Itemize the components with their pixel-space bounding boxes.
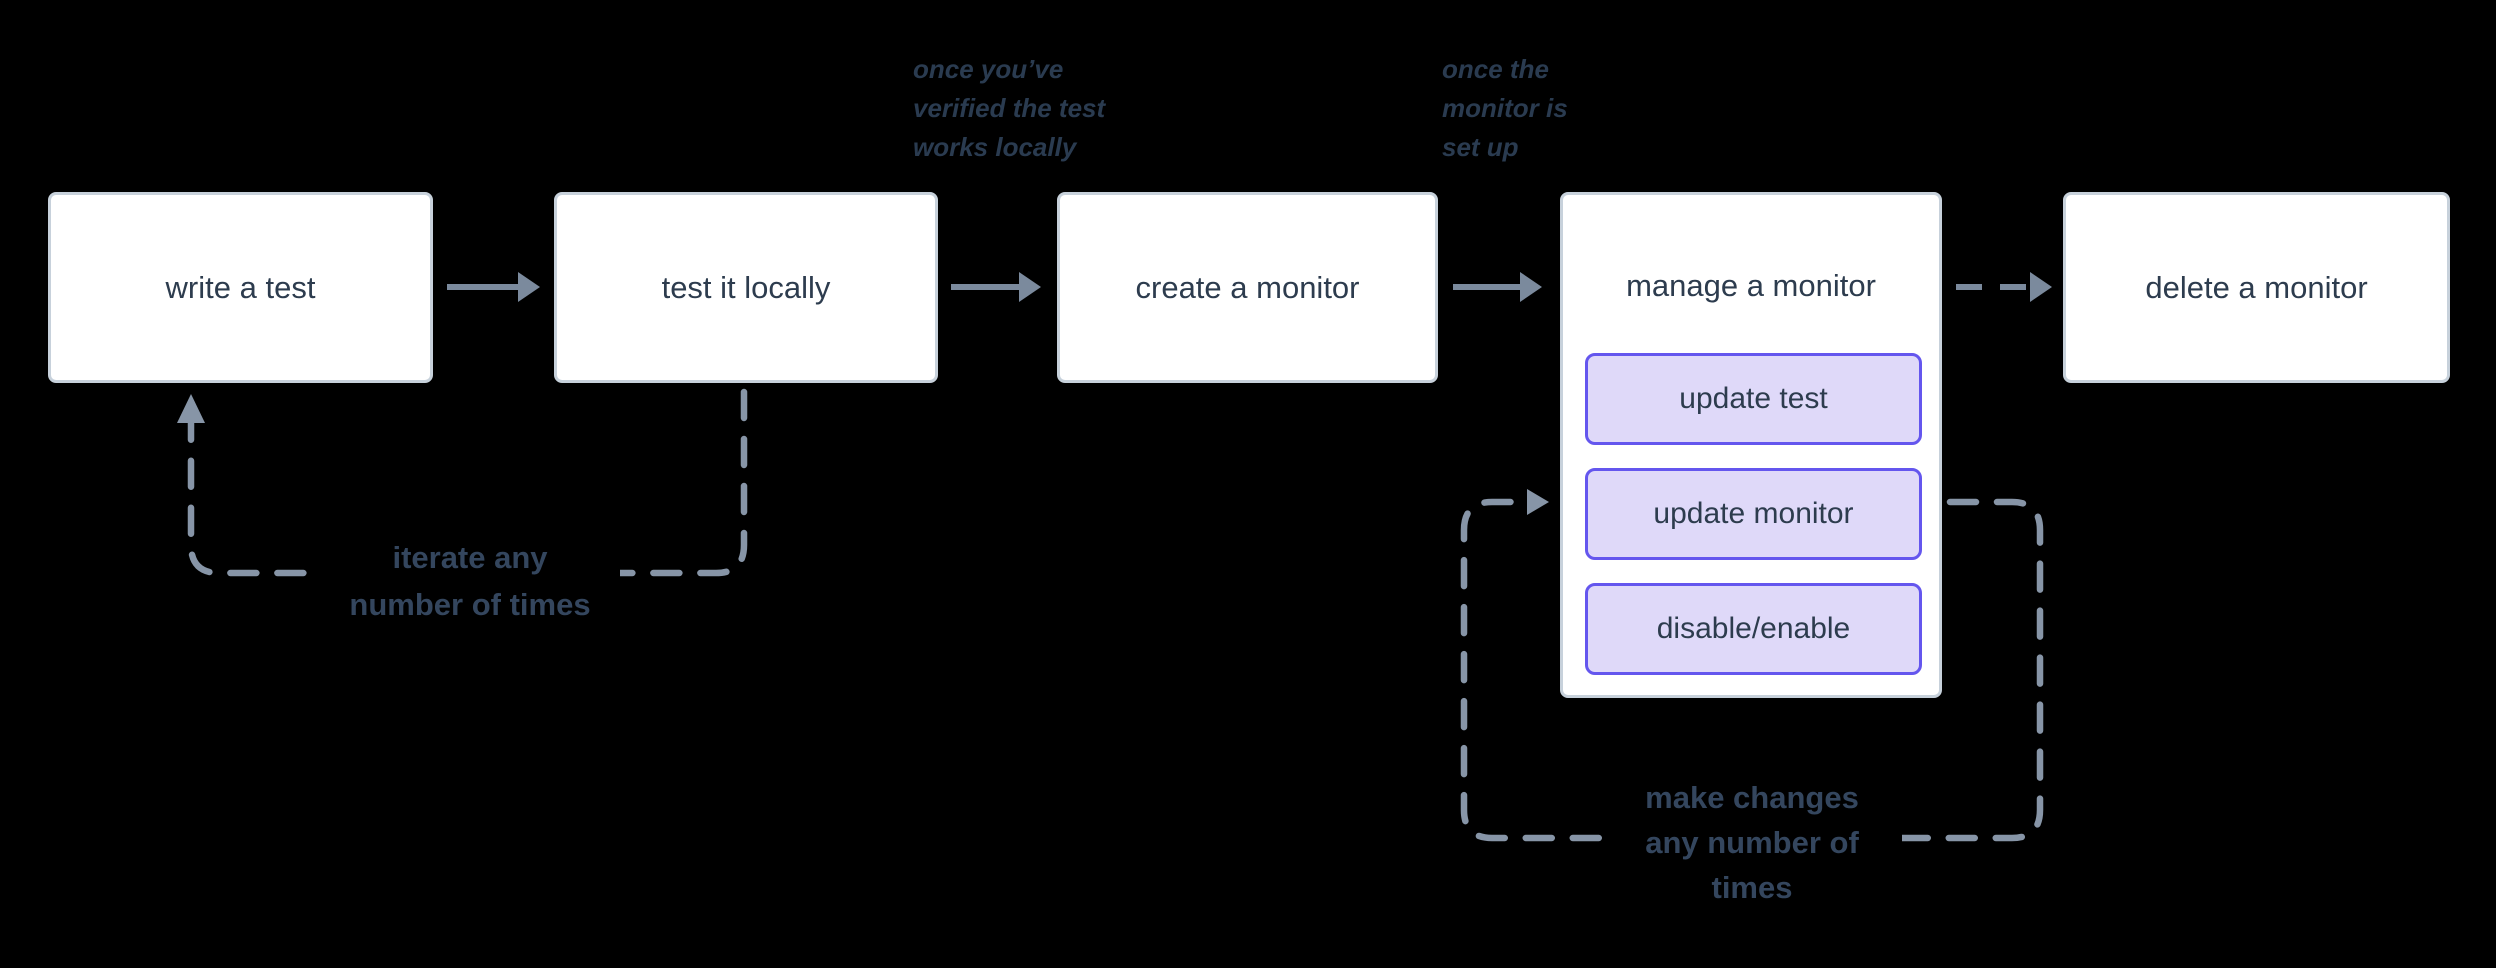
node-write-a-test: write a test <box>48 192 433 383</box>
dashed-arrow-manage-to-delete <box>1956 272 2052 302</box>
node-manage-a-monitor-label: manage a monitor <box>1626 268 1876 303</box>
arrow-create-to-manage <box>1453 272 1542 302</box>
action-disable-enable: disable/enable <box>1585 583 1922 675</box>
annotation-monitor-set-up: once the monitor is set up <box>1442 54 1568 162</box>
node-delete-a-monitor: delete a monitor <box>2063 192 2450 383</box>
action-update-test-label: update test <box>1679 382 1828 415</box>
node-test-it-locally: test it locally <box>554 192 938 383</box>
arrow-write-to-test <box>447 272 540 302</box>
arrow-test-to-create <box>951 272 1041 302</box>
node-write-a-test-label: write a test <box>165 269 316 305</box>
node-create-a-monitor-label: create a monitor <box>1135 269 1360 305</box>
node-test-it-locally-label: test it locally <box>661 269 831 305</box>
node-create-a-monitor: create a monitor <box>1057 192 1438 383</box>
action-disable-enable-label: disable/enable <box>1656 612 1851 645</box>
loop-label-make-changes: make changes any number of times <box>1602 775 1902 910</box>
action-update-monitor: update monitor <box>1585 468 1922 560</box>
node-delete-a-monitor-label: delete a monitor <box>2145 269 2368 305</box>
node-manage-a-monitor: manage a monitor update test update moni… <box>1560 192 1942 698</box>
action-update-monitor-label: update monitor <box>1653 497 1854 530</box>
loop-label-iterate: iterate any number of times <box>320 534 620 628</box>
annotation-verified-test: once you’ve verified the test works loca… <box>913 54 1106 162</box>
action-update-test: update test <box>1585 353 1922 445</box>
